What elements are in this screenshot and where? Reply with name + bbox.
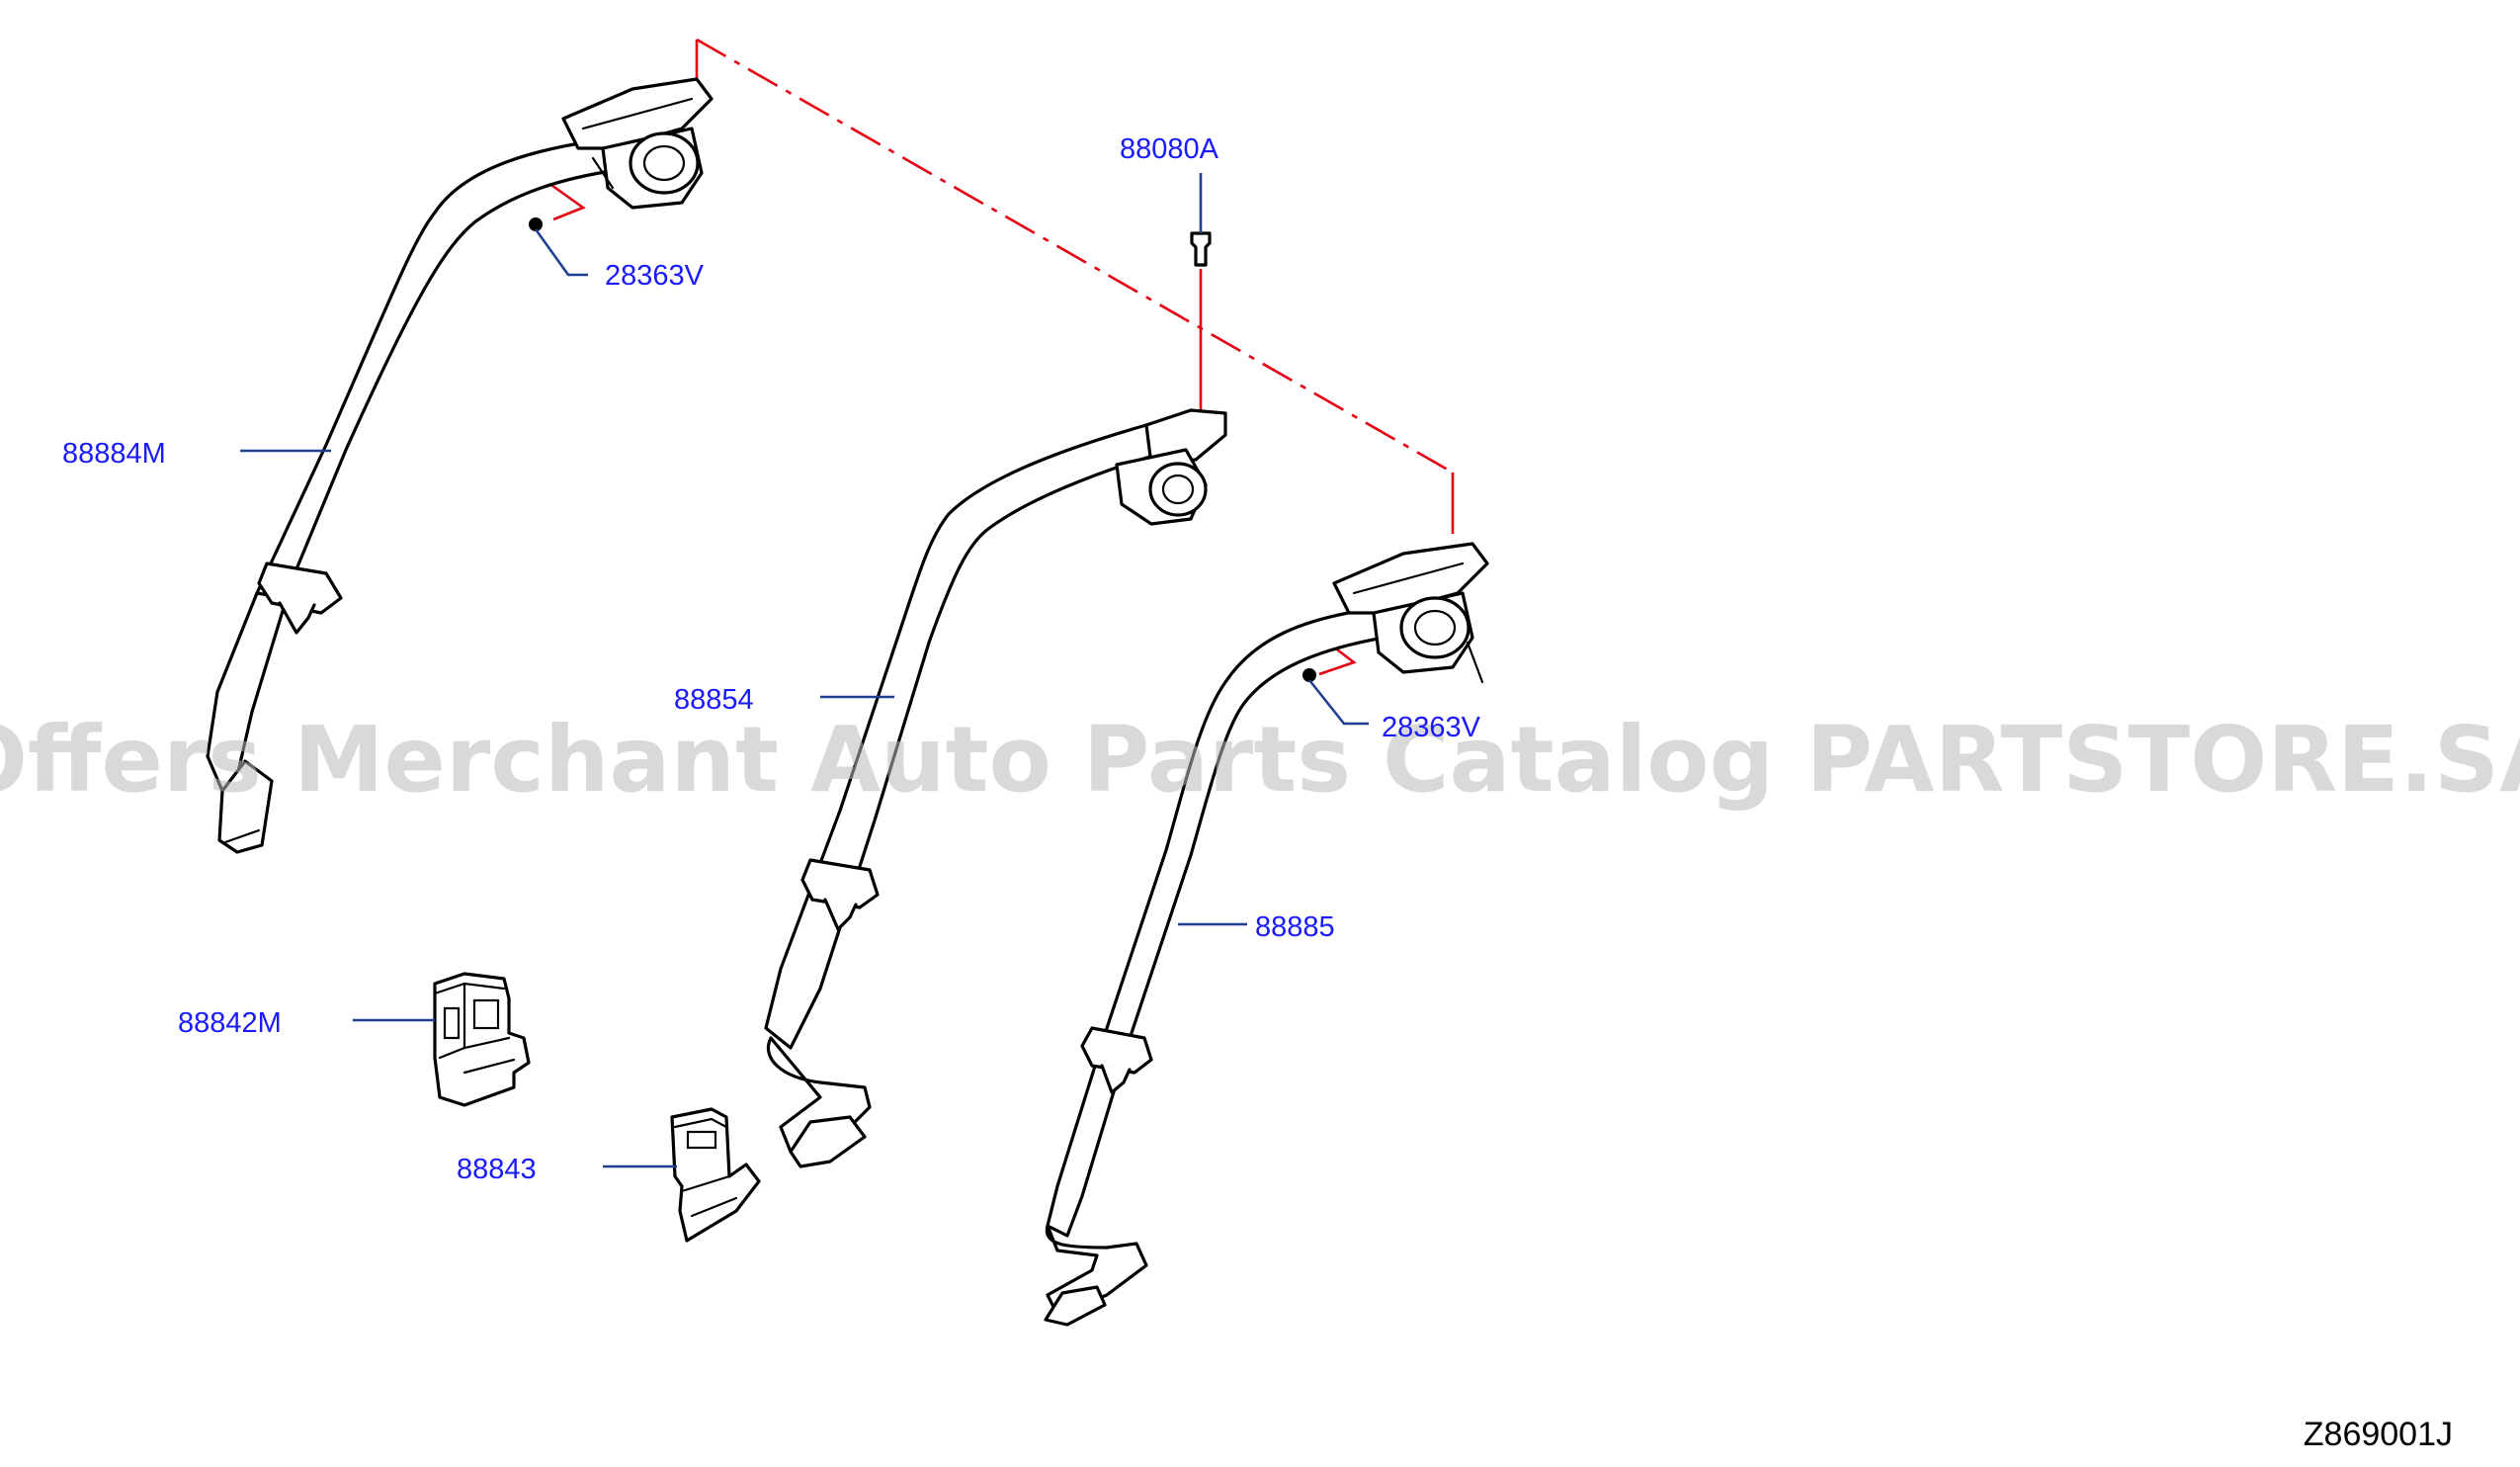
buckle-88843 [670,1107,761,1243]
diagram-code: Z869001J [2304,1416,2453,1453]
label-88854[interactable]: 88854 [674,684,754,716]
part-labels: 88080A 28363V 28363V 88884M 88854 88885 … [62,133,1481,1185]
label-28363V-left[interactable]: 28363V [605,260,705,292]
label-88842M[interactable]: 88842M [178,1007,282,1039]
label-88080A[interactable]: 88080A [1120,133,1219,165]
seat-belt-88884M [206,77,714,854]
label-88885[interactable]: 88885 [1255,911,1335,943]
label-88843[interactable]: 88843 [457,1154,537,1185]
seat-belt-88854 [764,231,1227,1168]
leader-lines [240,173,1369,1168]
watermark: Offers Merchant Auto Parts Catalog PARTS… [0,707,2520,813]
label-28363V-right[interactable]: 28363V [1382,712,1481,743]
buckle-88842M [433,972,531,1107]
seat-belt-88885 [1044,542,1489,1327]
label-88884M[interactable]: 88884M [62,438,166,470]
